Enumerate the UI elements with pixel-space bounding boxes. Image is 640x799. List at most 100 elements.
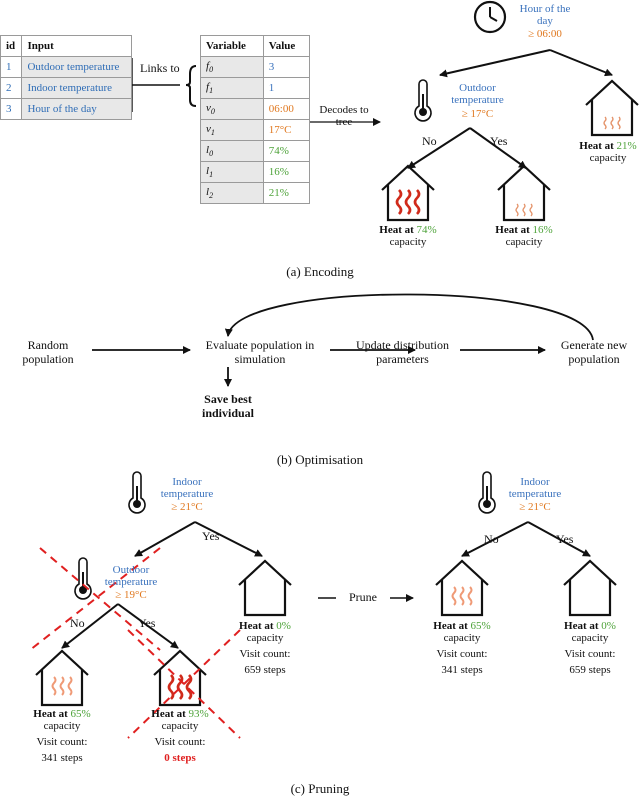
variable-table-header-variable: Variable — [200, 35, 264, 57]
no-label: No — [422, 134, 437, 148]
variable-value: 06:00 — [262, 98, 311, 120]
variable-value: 17°C — [262, 119, 311, 141]
prune-yes-label: Yes — [202, 529, 220, 543]
variable-value: 3 — [262, 56, 311, 78]
variable-value: 21% — [262, 182, 311, 204]
pruned-leaf-b-value: 0% — [601, 620, 616, 632]
root-threshold-label: ≥ 06:00 — [515, 28, 575, 40]
heat-at-text: Heat at — [379, 224, 414, 236]
node-feature-label: Outdoor temperature — [451, 82, 504, 106]
prune-leaf-c-value: 0% — [276, 620, 291, 632]
edge-node-yes — [469, 127, 527, 169]
thermometer-icon-pruned-root — [478, 471, 496, 514]
edge-prune-node-no — [61, 603, 119, 649]
edge-prune-root-right — [194, 521, 263, 557]
input-table-header-input: Input — [21, 35, 132, 57]
generate-population-label: Generate new population — [560, 338, 628, 366]
capacity-text: capacity — [246, 632, 284, 644]
house-icon-prune-a — [34, 649, 90, 707]
variable-name: l0 — [200, 140, 264, 162]
edge-pruned-right — [527, 521, 591, 557]
node-threshold-label: ≥ 17°C — [461, 108, 494, 120]
prune-no-label: No — [70, 616, 85, 630]
capacity-text: capacity — [571, 632, 609, 644]
pruned-leaf-a: Heat at 65% capacity Visit count: 341 st… — [424, 620, 500, 676]
visit-count-text: Visit count: — [154, 736, 206, 748]
clock-icon — [473, 0, 507, 34]
capacity-text: capacity — [43, 720, 81, 732]
capacity-text: capacity — [589, 152, 627, 164]
update-parameters-label: Update distribution parameters — [356, 338, 449, 366]
pruned-root-feature: Indoor temperature — [508, 476, 562, 500]
leaf-a-value: 74% — [416, 224, 437, 236]
pruned-leaf-b: Heat at 0% capacity Visit count: 659 ste… — [552, 620, 628, 676]
save-best-label: Save best individual — [201, 392, 255, 420]
variable-value: 74% — [262, 140, 311, 162]
pruned-leaf-a-steps: 341 steps — [441, 664, 483, 676]
links-to-label: Links to — [140, 61, 180, 75]
input-row-id: 3 — [0, 98, 23, 120]
prune-node-threshold: ≥ 19°C — [115, 589, 147, 601]
edge-root-left — [439, 49, 551, 78]
variable-name: f1 — [200, 77, 264, 99]
edge-root-right — [549, 49, 613, 77]
leaf-b-value: 16% — [532, 224, 553, 236]
prune-leaf-a: Heat at 65% capacity Visit count: 341 st… — [24, 708, 100, 764]
house-icon-a — [380, 164, 436, 222]
prune-leaf-b: Heat at 93% capacity Visit count: 0 step… — [142, 708, 218, 764]
house-icon-pruned-a — [434, 559, 490, 617]
prune-leaf-c-steps: 659 steps — [244, 664, 286, 676]
thermometer-icon-prune-root — [128, 471, 146, 514]
evaluate-population-label: Evaluate population in simulation — [205, 338, 315, 366]
variable-name: v0 — [200, 98, 264, 120]
heat-at-text: Heat at — [33, 708, 68, 720]
leaf-b-label: Heat at 16% capacity — [488, 224, 560, 248]
pruned-yes-label: Yes — [556, 532, 574, 546]
heat-at-text: Heat at — [239, 620, 274, 632]
prune-leaf-b-steps: 0 steps — [164, 752, 196, 764]
house-icon-c — [584, 79, 640, 137]
variable-name: f0 — [200, 56, 264, 78]
decodes-to-tree-label: Decodes to tree — [319, 104, 369, 128]
visit-count-text: Visit count: — [564, 648, 616, 660]
links-bracket — [131, 58, 197, 112]
heat-at-text: Heat at — [564, 620, 599, 632]
variable-name: l1 — [200, 161, 264, 183]
heat-at-text: Heat at — [151, 708, 186, 720]
variable-name: v1 — [200, 119, 264, 141]
input-table: id Input 1 Outdoor temperature 2 Indoor … — [0, 35, 132, 120]
heat-at-text: Heat at — [495, 224, 530, 236]
prune-yes-label-2: Yes — [138, 616, 156, 630]
caption-optimisation: (b) Optimisation — [276, 452, 364, 467]
house-icon-prune-b — [152, 649, 208, 707]
visit-count-text: Visit count: — [436, 648, 488, 660]
house-icon-prune-c — [237, 559, 293, 617]
prune-leaf-a-steps: 341 steps — [41, 752, 83, 764]
yes-label: Yes — [490, 134, 508, 148]
visit-count-text: Visit count: — [239, 648, 291, 660]
input-row-name: Hour of the day — [21, 98, 132, 120]
leaf-c-value: 21% — [616, 140, 637, 152]
edge-prune-root-left — [134, 521, 196, 557]
variable-table-header-value: Value — [262, 35, 311, 57]
input-row-id: 1 — [0, 56, 23, 78]
visit-count-text: Visit count: — [36, 736, 88, 748]
input-table-header-id: id — [0, 35, 23, 57]
capacity-text: capacity — [443, 632, 481, 644]
capacity-text: capacity — [389, 236, 427, 248]
input-row-id: 2 — [0, 77, 23, 99]
prune-root-threshold: ≥ 21°C — [171, 501, 203, 513]
caption-pruning: (c) Pruning — [290, 781, 350, 796]
optimisation-arrows — [92, 293, 594, 387]
variable-value: 1 — [262, 77, 311, 99]
variable-name: l2 — [200, 182, 264, 204]
input-row-name: Outdoor temperature — [21, 56, 132, 78]
house-icon-b — [496, 164, 552, 222]
heat-at-text: Heat at — [433, 620, 468, 632]
